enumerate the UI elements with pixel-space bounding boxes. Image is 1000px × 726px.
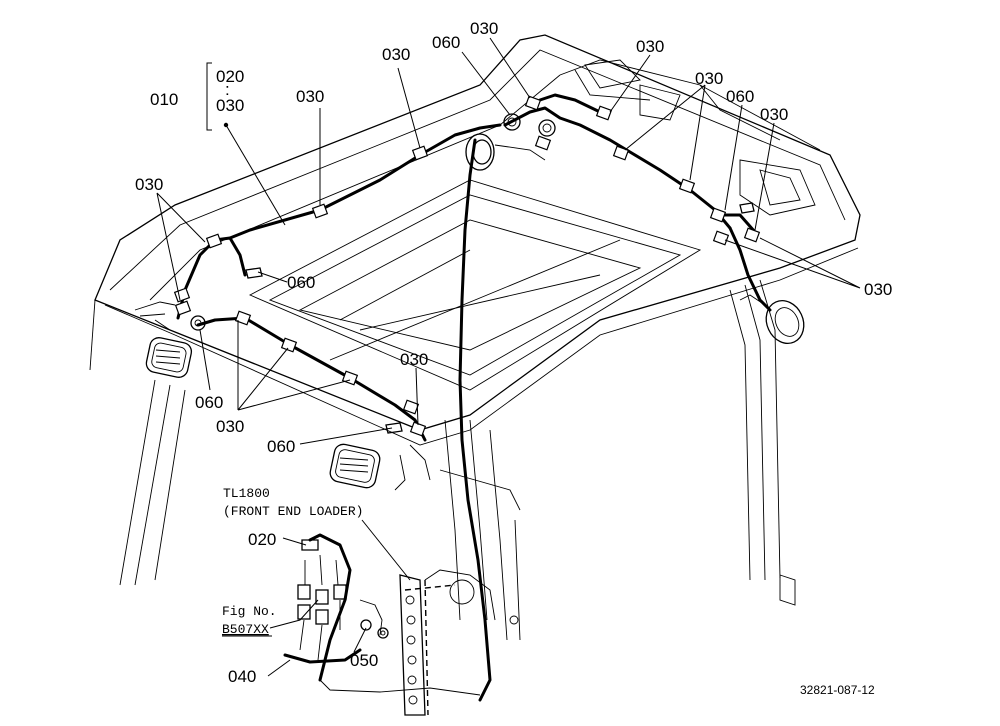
callout-labels: 010 020 : 030 030 030 030 060 030 030 03… <box>135 19 892 697</box>
harness-ties <box>190 113 755 434</box>
diagram-id: 32821-087-12 <box>800 683 875 697</box>
callout-010: 010 <box>150 90 178 109</box>
left-work-lamp <box>145 337 193 378</box>
callout-030-i: 030 <box>216 417 244 436</box>
rops-frame <box>89 279 796 641</box>
callout-030-h: 030 <box>864 280 892 299</box>
callout-leaders <box>156 37 861 677</box>
callout-030-a: 030 <box>135 175 163 194</box>
callout-030-g: 030 <box>760 105 788 124</box>
fig-no-label: Fig No. <box>222 604 277 619</box>
callout-060-d: 060 <box>195 393 223 412</box>
loader-model-label: TL1800 <box>223 486 270 501</box>
callout-030-b: 030 <box>296 87 324 106</box>
callout-030-c: 030 <box>382 45 410 64</box>
callout-030-d: 030 <box>470 19 498 38</box>
wire-harness <box>134 93 772 702</box>
callout-040: 040 <box>228 667 256 686</box>
callout-060-e: 060 <box>267 437 295 456</box>
callout-030-f: 030 <box>695 69 723 88</box>
callout-060-b: 060 <box>726 87 754 106</box>
callout-range-sep: : <box>225 80 230 99</box>
callout-060-a: 060 <box>432 33 460 52</box>
callout-030-j: 030 <box>400 350 428 369</box>
callout-050: 050 <box>350 651 378 670</box>
loader-description-label: (FRONT END LOADER) <box>223 504 363 519</box>
callout-030-e: 030 <box>636 37 664 56</box>
front-work-lamp <box>329 443 381 489</box>
loader-harness-inset <box>283 533 481 716</box>
callout-020: 020 <box>248 530 276 549</box>
callout-range-start: 020 <box>216 67 244 86</box>
callout-range-end: 030 <box>216 96 244 115</box>
fig-no-number: B507XX <box>222 622 269 637</box>
callout-060-c: 060 <box>287 273 315 292</box>
rear-lamp-cluster <box>584 59 816 216</box>
